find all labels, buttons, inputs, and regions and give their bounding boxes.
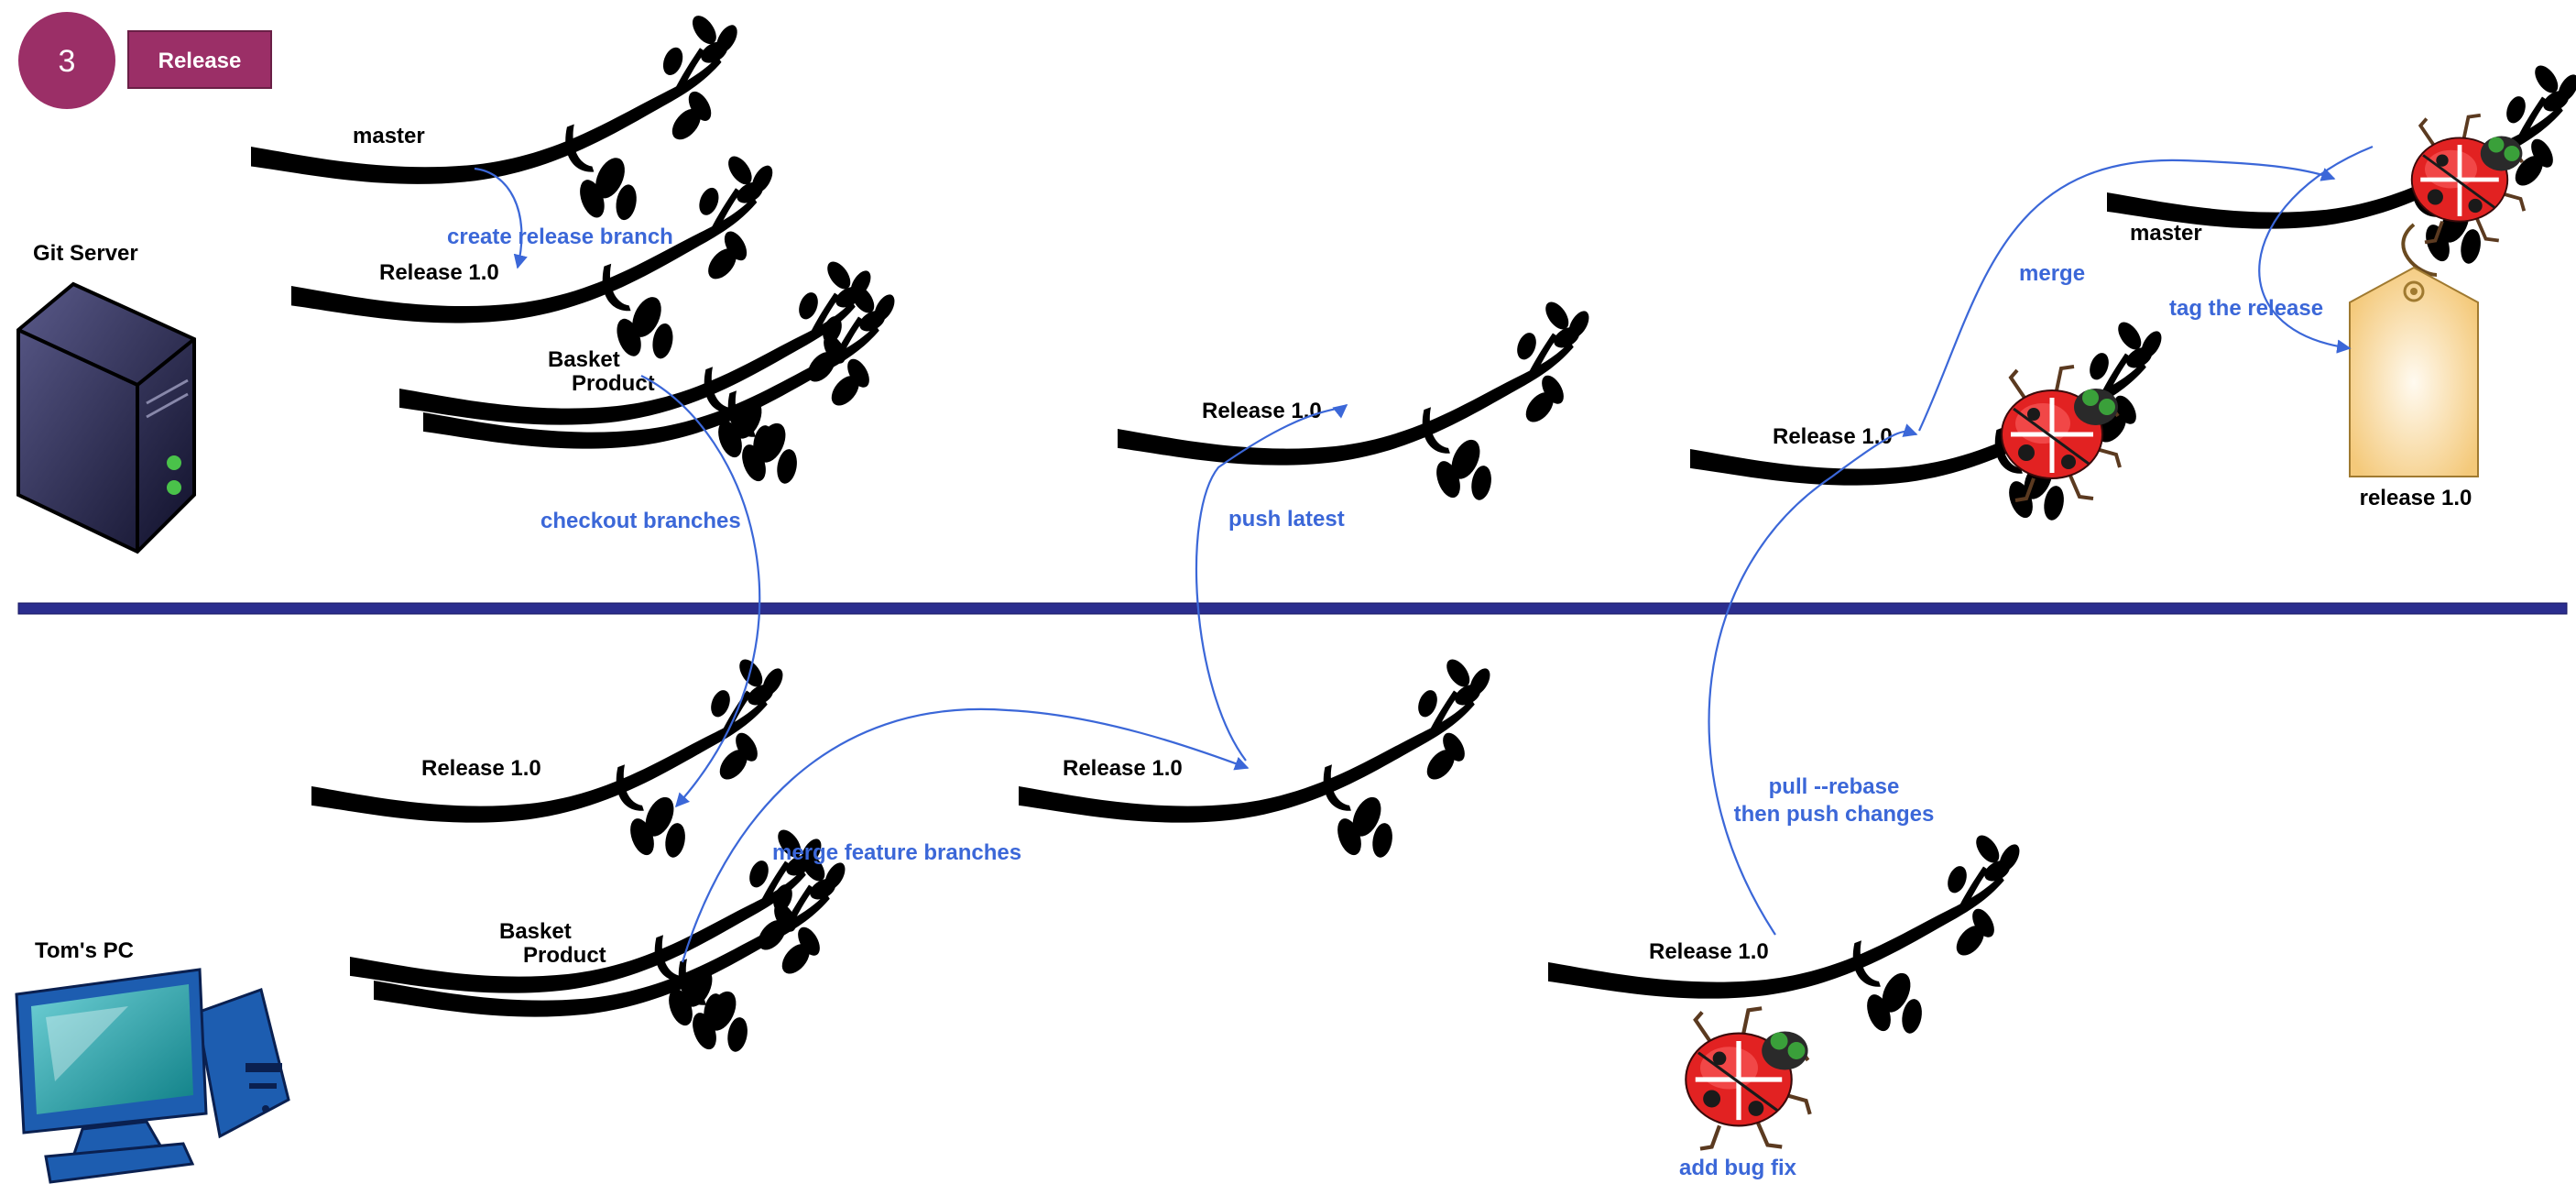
checkout-branches-label: checkout branches: [540, 509, 741, 533]
release-tag-label: release 1.0: [2360, 486, 2472, 510]
tag-arrow: [2258, 145, 2374, 354]
step-badge: 3: [18, 12, 115, 109]
merge-label: merge: [2019, 261, 2085, 286]
checkout-arrow: [640, 375, 761, 808]
server-product-label: Product: [572, 371, 655, 396]
server-master-branch: [251, 11, 742, 222]
pull-rebase-label: pull --rebase: [1769, 774, 1900, 799]
pc-basket-label: Basket: [499, 919, 572, 944]
pc-release-label: Release 1.0: [421, 756, 541, 781]
server-master-label: master: [353, 124, 425, 148]
push-changes-label: then push changes: [1734, 802, 1935, 827]
server-release-fixed-label: Release 1.0: [1773, 424, 1893, 449]
create-release-arrow: [474, 167, 528, 269]
merge-feature-arrow: [681, 707, 1250, 963]
computer-icon: [15, 968, 290, 1184]
push-latest-label: push latest: [1228, 507, 1345, 532]
server-pc-divider: [17, 602, 2568, 615]
pc-release-merged-label: Release 1.0: [1063, 756, 1183, 781]
pc-release-branch: [311, 655, 787, 860]
git-server-label: Git Server: [33, 241, 138, 266]
pc-product-label: Product: [523, 943, 606, 968]
add-bug-fix-label: add bug fix: [1679, 1156, 1797, 1180]
server-release-pushed-label: Release 1.0: [1202, 399, 1322, 423]
toms-pc-label: Tom's PC: [35, 938, 134, 963]
merge-feature-branches-label: merge feature branches: [772, 840, 1021, 865]
server-release-pushed-branch: [1118, 298, 1593, 502]
release-tag-icon: [2349, 223, 2479, 477]
ladybug-icon: [1686, 1008, 1809, 1148]
server-release-label: Release 1.0: [379, 260, 499, 285]
server-release-branch: [291, 152, 777, 361]
tag-the-release-label: tag the release: [2169, 296, 2323, 321]
server-master-final-label: master: [2130, 221, 2202, 246]
push-latest-arrow: [1195, 404, 1348, 762]
server-icon: [16, 281, 196, 554]
step-title: Release: [158, 49, 242, 73]
ladybug-icon: [2002, 367, 2120, 500]
server-basket-label: Basket: [548, 347, 620, 372]
step-title-box: Release: [127, 30, 272, 89]
pull-rebase-arrow: [1708, 423, 1918, 936]
create-release-branch-label: create release branch: [447, 225, 673, 249]
step-number: 3: [59, 44, 76, 79]
pc-release-bugfix-branch: [1548, 831, 2024, 1036]
pc-release-bugfix-label: Release 1.0: [1649, 939, 1769, 964]
merge-arrow: [1918, 159, 2336, 432]
